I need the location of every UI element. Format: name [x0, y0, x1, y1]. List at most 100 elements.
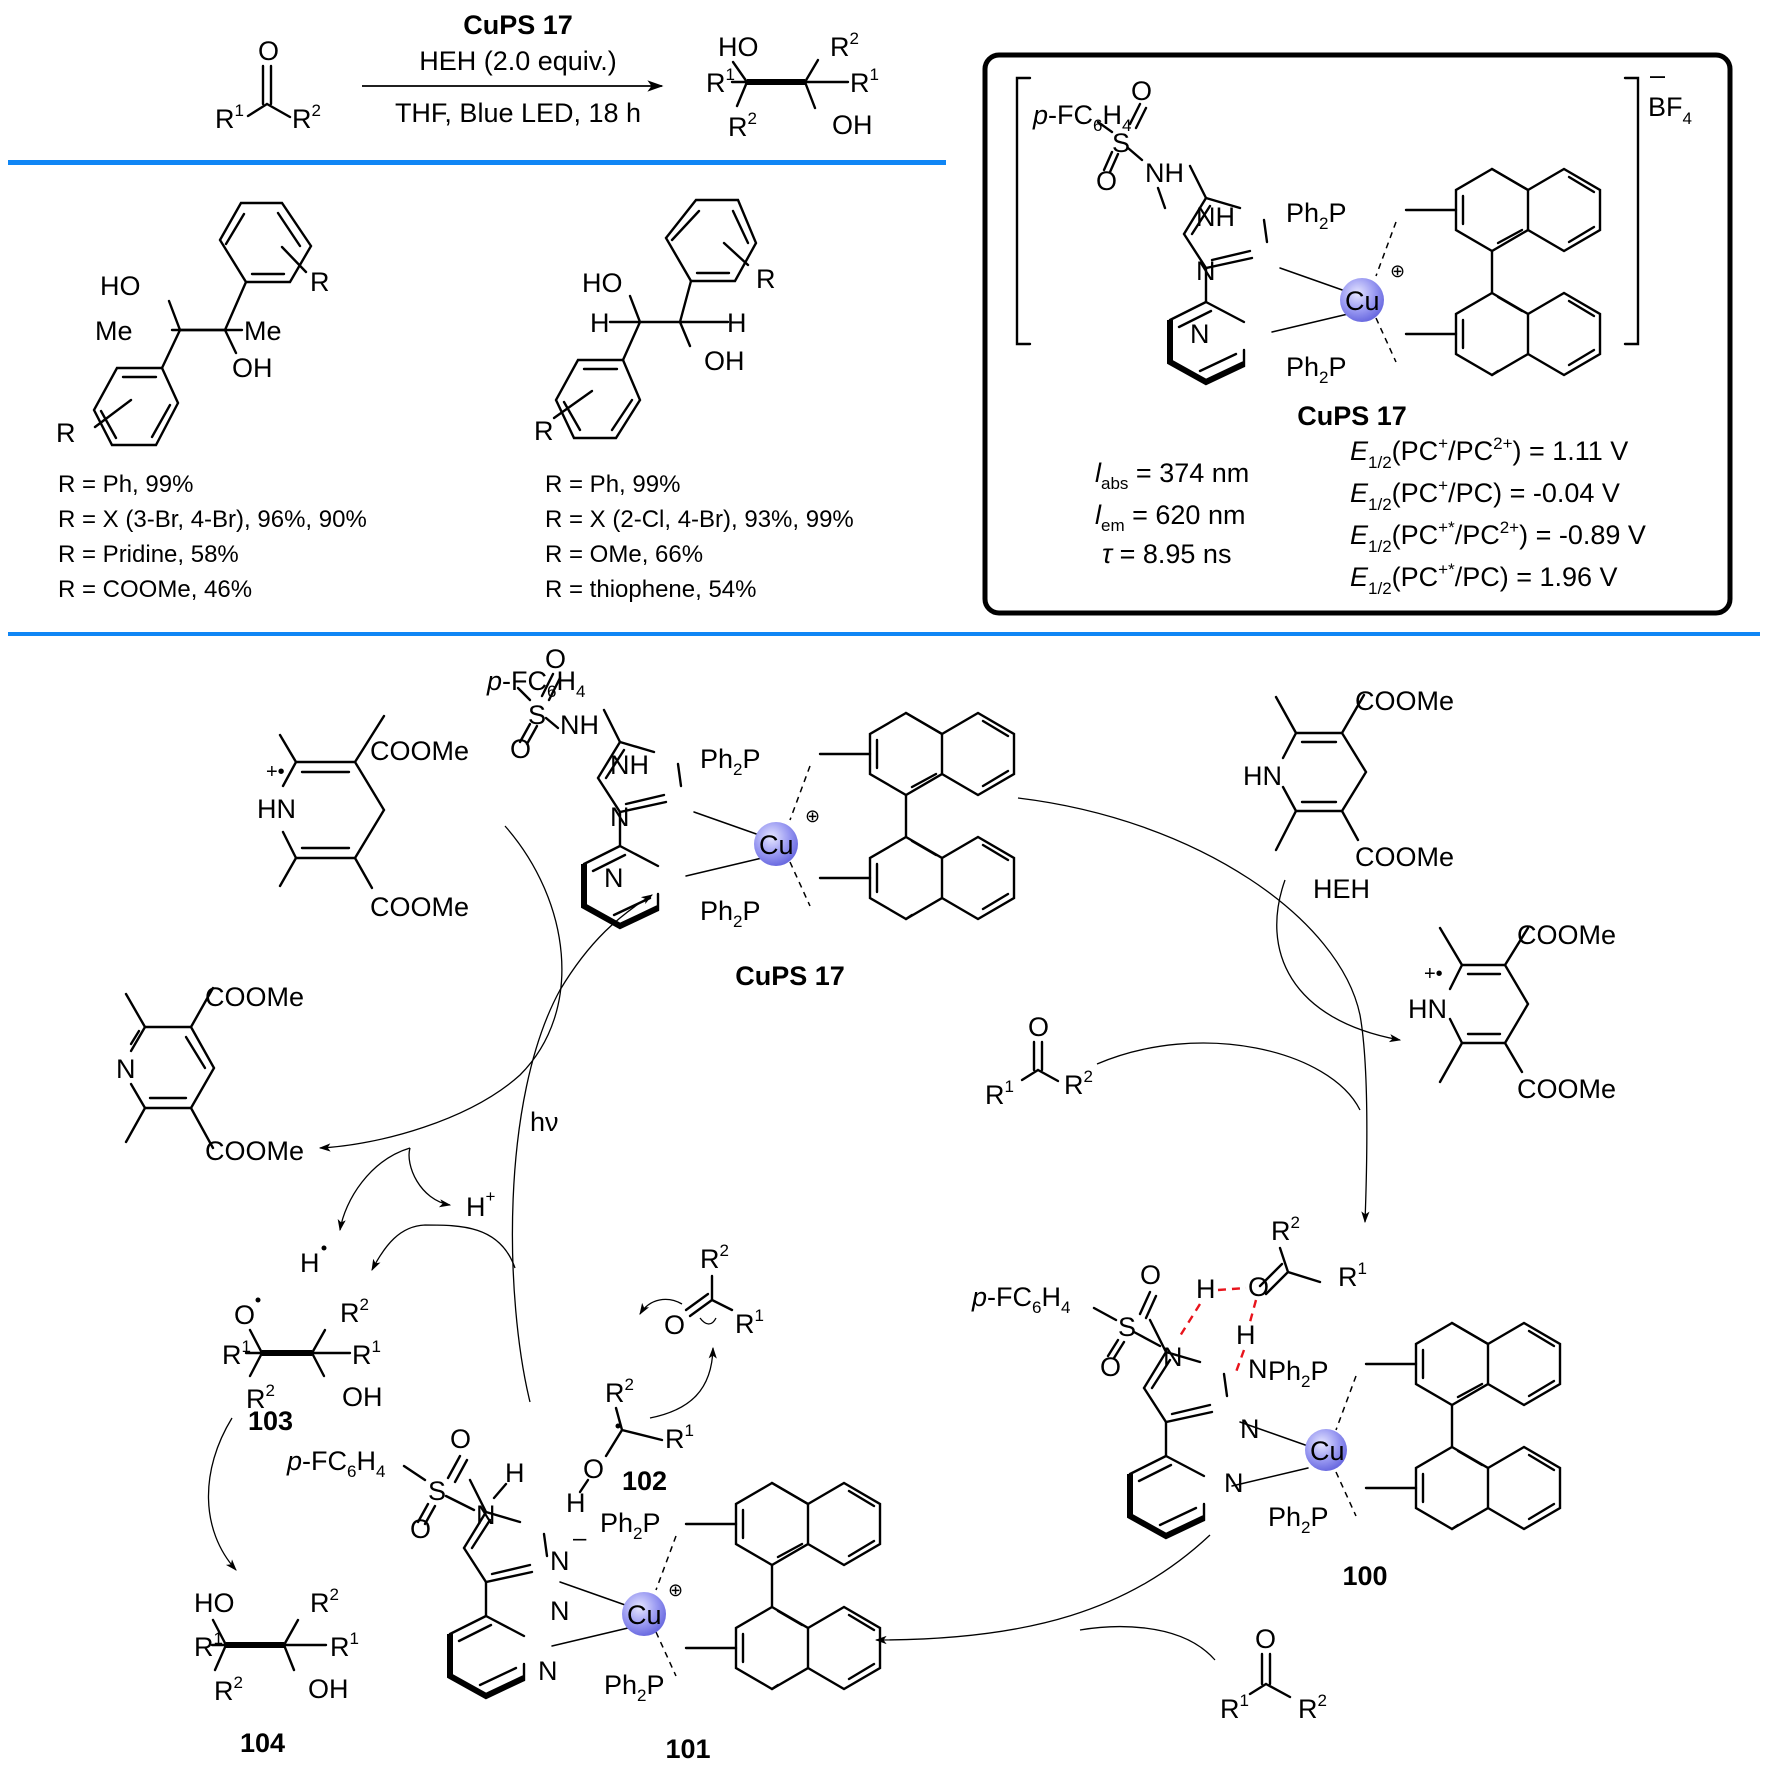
svg-text:Ph2P: Ph2P — [1286, 352, 1347, 387]
svg-text:H: H — [727, 308, 747, 338]
svg-text:HO: HO — [582, 268, 623, 298]
svg-text:COOMe: COOMe — [370, 892, 469, 922]
svg-text:Cu: Cu — [1345, 286, 1380, 316]
product-104-label: 104 — [240, 1728, 285, 1758]
svg-text:O: O — [583, 1454, 604, 1484]
svg-text:Cu: Cu — [1310, 1436, 1345, 1466]
svg-text:HN: HN — [257, 794, 296, 824]
svg-text:lem = 620 nm: lem = 620 nm — [1095, 500, 1245, 535]
radical-103-label: 103 — [248, 1406, 293, 1436]
svg-text:O: O — [1131, 76, 1152, 106]
counterion: BF4 — [1648, 92, 1692, 128]
svg-text:O: O — [1028, 1012, 1049, 1042]
svg-text:Ph2P: Ph2P — [700, 744, 761, 779]
svg-text:OH: OH — [832, 110, 873, 140]
svg-text:H: H — [590, 308, 610, 338]
svg-text:OH: OH — [308, 1674, 349, 1704]
intermediate-101-label: 101 — [665, 1734, 710, 1764]
svg-text:R2: R2 — [292, 101, 321, 134]
svg-text:N: N — [1190, 319, 1210, 349]
svg-text:NH: NH — [1196, 202, 1235, 232]
redox-potentials-list: E1/2(PC+/PC2+) = 1.11 V E1/2(PC+/PC) = -… — [1350, 434, 1646, 598]
svg-text:τ = 8.95 ns: τ = 8.95 ns — [1102, 539, 1231, 569]
svg-text:Me: Me — [244, 316, 282, 346]
svg-text:p-FC6H4: p-FC6H4 — [486, 666, 585, 701]
svg-text:R1: R1 — [1338, 1259, 1367, 1292]
catalyst-info-box: BF4 – p-FC6H4 S O O NH Ph2P Ph2P NH N N … — [982, 52, 1733, 616]
svg-text:E1/2(PC+*/PC2+) = -0.89 V: E1/2(PC+*/PC2+) = -0.89 V — [1350, 518, 1646, 556]
svg-text:R: R — [756, 264, 776, 294]
svg-text:H: H — [505, 1458, 525, 1488]
svg-text:O: O — [258, 36, 279, 66]
svg-text:N: N — [116, 1054, 136, 1084]
svg-text:R: R — [56, 418, 76, 448]
svg-text:R: R — [310, 267, 330, 297]
svg-text:R2: R2 — [1064, 1067, 1093, 1100]
reaction-arrow: CuPS 17 HEH (2.0 equiv.) THF, Blue LED, … — [362, 10, 664, 128]
svg-text:S: S — [528, 700, 546, 730]
svg-text:Ph2P: Ph2P — [1268, 1356, 1329, 1391]
svg-text:Ph2P: Ph2P — [600, 1508, 661, 1543]
product-diol-104: HO R1 R2 R2 R1 OH 104 — [194, 1585, 359, 1758]
svg-text:E1/2(PC+/PC2+) = 1.11 V: E1/2(PC+/PC2+) = 1.11 V — [1350, 434, 1628, 472]
intermediate-100: R2 R1 O H H p-FC6H4 S O O N N N N Ph2P P… — [971, 1213, 1562, 1591]
photophysics-list: labs = 374 nm lem = 620 nm τ = 8.95 ns — [1095, 458, 1249, 569]
svg-text:N: N — [1224, 1468, 1244, 1498]
svg-text:R2: R2 — [605, 1375, 634, 1408]
svg-text:Ph2P: Ph2P — [604, 1670, 665, 1705]
svg-text:p-FC6H4: p-FC6H4 — [286, 1446, 385, 1481]
copper-atom — [1340, 278, 1384, 322]
svg-text:Me: Me — [95, 316, 133, 346]
ketone-reactant-upper: O R1 R2 — [985, 1012, 1093, 1110]
svg-text:N: N — [538, 1656, 558, 1686]
svg-text:R2: R2 — [1298, 1691, 1327, 1724]
hantzsch-radical-cation-left: HN +• COOMe COOMe — [257, 714, 469, 922]
svg-text:R1: R1 — [665, 1421, 694, 1454]
catalyst-cups17-cycle: p-FC6H4 S O O NH Ph2P Ph2P NH N N Cu ⊕ C… — [486, 644, 1016, 991]
svg-text:E1/2(PC+*/PC) = 1.96 V: E1/2(PC+*/PC) = 1.96 V — [1350, 560, 1618, 598]
svg-text:HN: HN — [1408, 994, 1447, 1024]
cycle-arrows — [207, 797, 1402, 1661]
svg-text:R1: R1 — [352, 1337, 381, 1370]
scope-entry: R = Pridine, 58% — [58, 541, 239, 568]
catalyst-name: CuPS 17 — [1297, 401, 1407, 431]
svg-text:R2: R2 — [1271, 1213, 1300, 1246]
svg-text:R: R — [534, 416, 554, 446]
svg-text:R2: R2 — [830, 29, 859, 62]
intermediate-100-label: 100 — [1342, 1561, 1387, 1591]
catalyst-label: CuPS 17 — [463, 10, 573, 40]
svg-text:–: – — [573, 1525, 587, 1552]
svg-text:Ph2P: Ph2P — [1286, 198, 1347, 233]
svg-text:HO: HO — [194, 1588, 235, 1618]
svg-text:R2: R2 — [246, 1381, 275, 1414]
svg-text:N: N — [610, 802, 630, 832]
svg-text:S: S — [428, 1476, 446, 1506]
svg-text:O: O — [450, 1424, 471, 1454]
svg-text:H: H — [566, 1488, 586, 1518]
svg-text:Cu: Cu — [627, 1600, 662, 1630]
svg-text:R1: R1 — [850, 65, 879, 98]
ketone-activated: R2 R1 O — [639, 1241, 764, 1340]
svg-text:Cu: Cu — [759, 830, 794, 860]
scope-results-a: R = Ph, 99% R = X (3-Br, 4-Br), 96%, 90%… — [58, 471, 367, 603]
svg-text:R1: R1 — [1220, 1691, 1249, 1724]
radical-102-label: 102 — [622, 1466, 667, 1496]
svg-text:COOMe: COOMe — [1517, 1074, 1616, 1104]
heh-label: HEH — [1313, 874, 1370, 904]
svg-text:R1: R1 — [215, 101, 244, 134]
svg-text:S: S — [1118, 1312, 1136, 1342]
svg-text:O: O — [234, 1300, 255, 1330]
ketone-reactant-lower: O R1 R2 — [1220, 1624, 1327, 1724]
svg-text:R1: R1 — [330, 1629, 359, 1662]
svg-text:COOMe: COOMe — [1355, 842, 1454, 872]
substrate-ketone: O R1 R2 — [215, 36, 321, 134]
svg-text:R1: R1 — [222, 1337, 251, 1370]
svg-text:OH: OH — [232, 353, 273, 383]
svg-text:NH: NH — [1145, 158, 1184, 188]
svg-text:NH: NH — [560, 710, 599, 740]
svg-text:NH: NH — [610, 750, 649, 780]
svg-text:R2: R2 — [310, 1585, 339, 1618]
scope-entry: R = COOMe, 46% — [58, 576, 252, 603]
scope-entry: R = Ph, 99% — [58, 471, 193, 498]
svg-text:p-FC6H4: p-FC6H4 — [1032, 100, 1131, 135]
